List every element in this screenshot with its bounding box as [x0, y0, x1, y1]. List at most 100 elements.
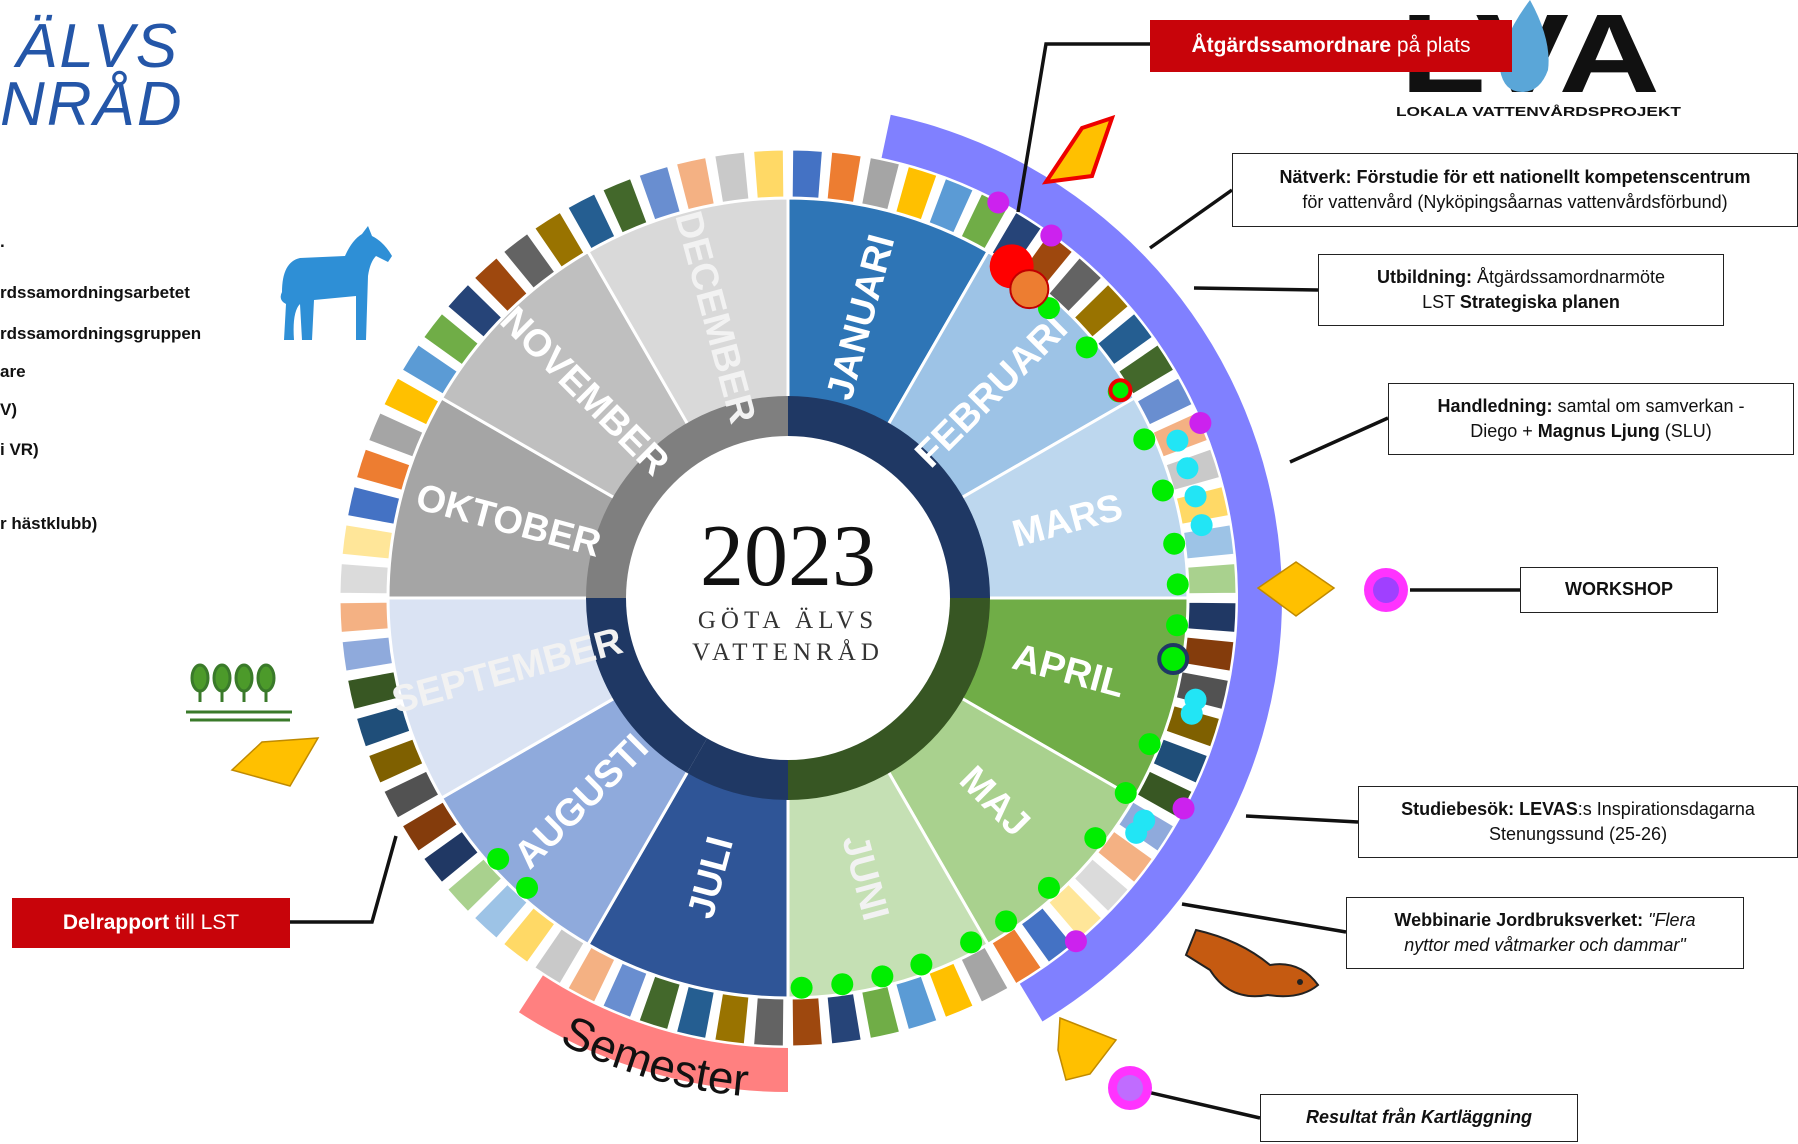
callout-webbinarie: Webbinarie Jordbruksverket: "Flera nytto… [1346, 897, 1744, 969]
color-tile [860, 157, 901, 212]
legend-item: i VR) [0, 440, 39, 459]
callout-text: för vattenvård (Nyköpingsåarnas vattenvå… [1302, 192, 1728, 212]
magenta-dot [1040, 224, 1063, 247]
diamond-icons [230, 114, 1336, 1081]
color-tile [355, 448, 412, 492]
callout-text: Resultat från Kartläggning [1305, 1107, 1533, 1128]
callout-natverk: Nätverk: Förstudie för ett nationellt ko… [1232, 153, 1798, 227]
color-tile [791, 996, 823, 1047]
outer-bands [518, 114, 1283, 1092]
event-markers [487, 191, 1213, 999]
green-dot [1166, 573, 1189, 596]
green-dot [1075, 336, 1098, 359]
color-tile [714, 992, 750, 1045]
callout-text: nyttor med våtmarker och dammar" [1404, 935, 1686, 955]
green-dot [910, 953, 933, 976]
callout-bold: Magnus Ljung [1537, 421, 1660, 441]
green-dot [1084, 827, 1107, 850]
color-tile [339, 601, 390, 633]
callout-bold: Webbinarie Jordbruksverket: [1394, 909, 1644, 930]
green-dot [1151, 479, 1174, 502]
color-tile-ring [339, 149, 1237, 1047]
connector-line [1181, 902, 1347, 934]
callout-text: Åtgärdssamordnarmöte [1471, 266, 1666, 287]
legend-item: rdssamordningsgruppen [0, 324, 202, 343]
connector-line [1129, 1086, 1261, 1120]
legend-item: rdssamordningsarbetet [0, 283, 190, 302]
callout-bold: Nätverk: Förstudie för ett nationellt ko… [1279, 166, 1751, 187]
inner-ring-arc [788, 598, 990, 800]
cyan-dot [1125, 821, 1148, 844]
callout-studiebesok: Studiebesök: LEVAS:s Inspirationsdagarna… [1358, 786, 1798, 858]
callout-text: samtal om samverkan - [1552, 395, 1745, 416]
callout-delrapport: Delrapport till LST [12, 898, 290, 948]
legend-item: V) [0, 400, 17, 419]
green-dot [831, 973, 854, 996]
color-tile [826, 992, 862, 1045]
starburst-icons [1108, 568, 1408, 1110]
green-dot [516, 876, 539, 899]
inner-ring-arc [586, 396, 788, 598]
org-name-line2: VATTENRÅD [692, 639, 884, 666]
callout-handledning: Handledning: samtal om samverkan - Diego… [1388, 383, 1794, 455]
color-tile [347, 485, 402, 526]
legend-item: are [0, 362, 26, 381]
connector-line [1245, 814, 1359, 824]
color-tile [860, 984, 901, 1039]
cyan-dot [1166, 429, 1189, 452]
callout-atgardssamordnare: Åtgärdssamordnare på plats [1150, 20, 1512, 72]
inner-ring-arc [788, 396, 990, 598]
cyan-dot [1180, 702, 1203, 725]
color-tile [894, 165, 938, 222]
color-tile [753, 149, 785, 200]
callout-bold: Utbildning: [1376, 266, 1472, 287]
color-tile [753, 996, 785, 1047]
callout-bold: Delrapport [62, 911, 170, 935]
color-tile [1186, 601, 1237, 633]
callout-bold: Åtgärdssamordnare [1191, 34, 1392, 58]
cyan-dot [1176, 457, 1199, 480]
color-tile [638, 165, 682, 222]
inner-ring [586, 396, 990, 800]
logo-line2: NRÅD [0, 70, 184, 139]
callout-bold: Handledning: [1437, 395, 1553, 416]
color-tile [714, 151, 750, 204]
green-dot [871, 965, 894, 988]
green-dot [1163, 532, 1186, 555]
color-tile [341, 636, 394, 672]
green-dot [1037, 876, 1060, 899]
purple-band [881, 114, 1283, 1022]
org-name-line1: GÖTA ÄLVS [698, 607, 878, 634]
green-dot [1114, 782, 1137, 804]
magenta-dot [1172, 797, 1195, 820]
connector-line [1148, 188, 1234, 250]
color-tile [339, 563, 390, 595]
connector-line [1193, 286, 1319, 292]
callout-bold: LEVAS [1519, 798, 1578, 819]
callout-text: "Flera [1643, 909, 1696, 930]
svg-text:LOKALA VATTENVÅRDSPROJEKT: LOKALA VATTENVÅRDSPROJEKT [1396, 104, 1681, 119]
cyan-dot [1184, 485, 1207, 508]
green-dot [995, 910, 1018, 933]
green-dot [790, 976, 813, 999]
green-dot [960, 931, 983, 954]
color-tile [675, 984, 716, 1039]
green-dot [1166, 614, 1189, 637]
green-dot-outlined [1108, 378, 1133, 403]
green-dot [487, 847, 510, 870]
callout-text: (SLU) [1659, 421, 1712, 441]
legend-item: r hästklubb) [0, 514, 98, 533]
month-segments [386, 196, 1190, 1000]
callout-text: :s Inspirationsdagarna [1577, 798, 1755, 819]
green-dot [1133, 428, 1156, 451]
connector-line [1016, 42, 1152, 213]
callout-text: Diego + [1470, 421, 1538, 441]
fish-icon [1184, 928, 1320, 998]
callout-workshop: WORKSHOP [1520, 567, 1718, 613]
center-circle [626, 436, 950, 760]
green-dot [1138, 733, 1161, 756]
callout-text: till LST [169, 911, 240, 935]
wheat-icon [186, 663, 292, 722]
callout-utbildning: Utbildning: Åtgärdssamordnarmöte LST Str… [1318, 254, 1724, 326]
callout-bold: Studiebesök: [1401, 798, 1520, 819]
